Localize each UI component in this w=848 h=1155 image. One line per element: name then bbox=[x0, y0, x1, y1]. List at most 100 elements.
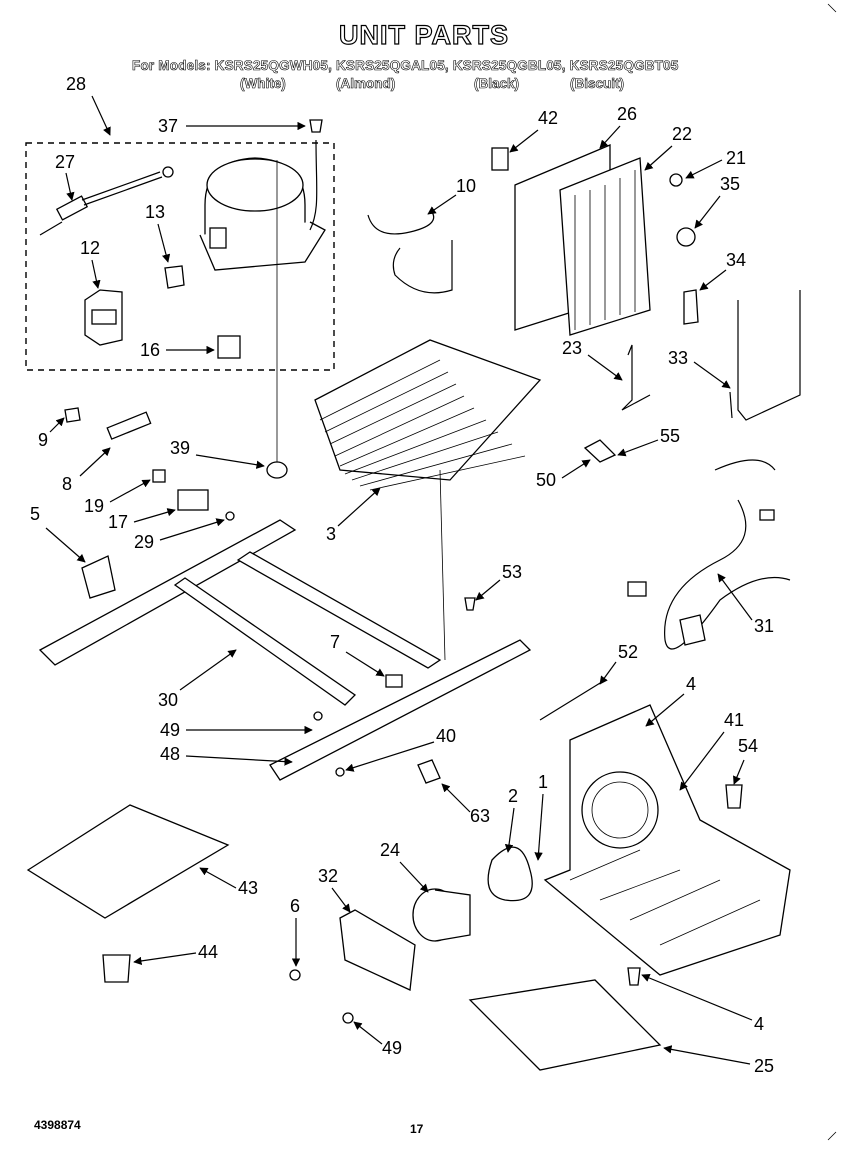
callout-5: 5 bbox=[30, 504, 86, 563]
compressor-part bbox=[199, 139, 326, 271]
callout-40: 40 bbox=[345, 726, 456, 772]
svg-text:34: 34 bbox=[726, 250, 746, 270]
corner-mark bbox=[827, 3, 837, 13]
front-rail-48 bbox=[269, 639, 532, 781]
callout-33: 33 bbox=[668, 348, 731, 389]
svg-text:39: 39 bbox=[170, 438, 190, 458]
svg-text:44: 44 bbox=[198, 942, 218, 962]
callout-16: 16 bbox=[140, 340, 215, 360]
corner-mark bbox=[827, 1131, 837, 1141]
svg-text:1: 1 bbox=[538, 772, 548, 792]
condenser-coil bbox=[314, 339, 542, 661]
callout-2: 2 bbox=[504, 786, 518, 853]
svg-text:8: 8 bbox=[62, 474, 72, 494]
tube-33b bbox=[729, 391, 733, 419]
callout-10: 10 bbox=[427, 176, 476, 215]
callout-23: 23 bbox=[562, 338, 623, 381]
color-black: (Black) bbox=[474, 76, 520, 92]
svg-text:49: 49 bbox=[160, 720, 180, 740]
svg-text:49: 49 bbox=[382, 1038, 402, 1058]
svg-text:21: 21 bbox=[726, 148, 746, 168]
screw-49b bbox=[342, 1012, 354, 1024]
svg-text:30: 30 bbox=[158, 690, 178, 710]
color-almond: (Almond) bbox=[336, 76, 396, 92]
svg-text:7: 7 bbox=[330, 632, 340, 652]
compressor-kit-box bbox=[25, 142, 335, 371]
callout-43: 43 bbox=[199, 867, 258, 898]
part-17 bbox=[177, 489, 209, 511]
callout-12: 12 bbox=[80, 238, 101, 289]
callout-3: 3 bbox=[326, 487, 381, 544]
bracket-50 bbox=[583, 439, 617, 463]
callout-26: 26 bbox=[599, 104, 637, 149]
callout-8: 8 bbox=[62, 447, 111, 494]
document-number: 4398874 bbox=[34, 1118, 81, 1132]
page-number: 17 bbox=[410, 1122, 424, 1136]
screw-4b bbox=[627, 967, 641, 986]
svg-text:53: 53 bbox=[502, 562, 522, 582]
callout-29: 29 bbox=[134, 518, 225, 552]
callout-54: 54 bbox=[733, 736, 758, 785]
callout-9: 9 bbox=[38, 417, 65, 450]
fan-shroud bbox=[543, 704, 791, 976]
drain-pan bbox=[468, 979, 662, 1071]
color-biscuit: (Biscuit) bbox=[570, 76, 625, 92]
callout-24: 24 bbox=[380, 840, 429, 893]
callout-30: 30 bbox=[158, 649, 237, 710]
svg-text:4: 4 bbox=[754, 1014, 764, 1034]
callout-48: 48 bbox=[160, 744, 293, 766]
callout-37: 37 bbox=[158, 116, 306, 136]
callout-32: 32 bbox=[318, 866, 351, 913]
svg-text:29: 29 bbox=[134, 532, 154, 552]
svg-text:31: 31 bbox=[754, 616, 774, 636]
screw-40 bbox=[335, 767, 345, 777]
part-8 bbox=[106, 411, 152, 440]
svg-text:43: 43 bbox=[238, 878, 258, 898]
svg-text:33: 33 bbox=[668, 348, 688, 368]
callout-22: 22 bbox=[644, 124, 692, 171]
overload-protector bbox=[217, 335, 241, 359]
svg-text:55: 55 bbox=[660, 426, 680, 446]
svg-text:9: 9 bbox=[38, 430, 48, 450]
callout-53: 53 bbox=[475, 562, 522, 601]
callout-52: 52 bbox=[599, 642, 638, 685]
svg-text:13: 13 bbox=[145, 202, 165, 222]
screw-21 bbox=[669, 173, 683, 187]
callout-25: 25 bbox=[663, 1045, 774, 1076]
callout-55: 55 bbox=[617, 426, 680, 457]
svg-text:4: 4 bbox=[686, 674, 696, 694]
svg-text:28: 28 bbox=[66, 74, 86, 94]
motor-bracket bbox=[339, 909, 416, 991]
part-7 bbox=[385, 674, 403, 688]
svg-text:10: 10 bbox=[456, 176, 476, 196]
svg-text:2: 2 bbox=[508, 786, 518, 806]
callout-1: 1 bbox=[534, 772, 548, 861]
svg-text:27: 27 bbox=[55, 152, 75, 172]
callout-19: 19 bbox=[84, 479, 151, 516]
part-44 bbox=[102, 954, 131, 983]
svg-text:19: 19 bbox=[84, 496, 104, 516]
screw-53 bbox=[464, 597, 476, 611]
part-9 bbox=[64, 407, 81, 423]
svg-text:41: 41 bbox=[724, 710, 744, 730]
sensor-35 bbox=[676, 227, 696, 247]
wire-nut-54 bbox=[725, 784, 743, 809]
svg-text:16: 16 bbox=[140, 340, 160, 360]
part-63 bbox=[417, 759, 441, 784]
callout-13: 13 bbox=[145, 202, 171, 263]
relay-cover bbox=[164, 265, 185, 289]
grommet-39 bbox=[266, 461, 288, 479]
svg-text:23: 23 bbox=[562, 338, 582, 358]
part-19 bbox=[152, 469, 166, 483]
clip-34 bbox=[683, 289, 699, 325]
callout-44: 44 bbox=[133, 942, 218, 966]
callout-41: 41 bbox=[679, 710, 744, 791]
svg-text:17: 17 bbox=[108, 512, 128, 532]
svg-text:12: 12 bbox=[80, 238, 100, 258]
callout-34: 34 bbox=[699, 250, 746, 291]
callout-27: 27 bbox=[55, 152, 75, 201]
fan-motor bbox=[412, 888, 471, 942]
callout-49b: 49 bbox=[353, 1021, 402, 1058]
color-white: (White) bbox=[240, 76, 286, 92]
cable-tie-52 bbox=[539, 679, 606, 721]
